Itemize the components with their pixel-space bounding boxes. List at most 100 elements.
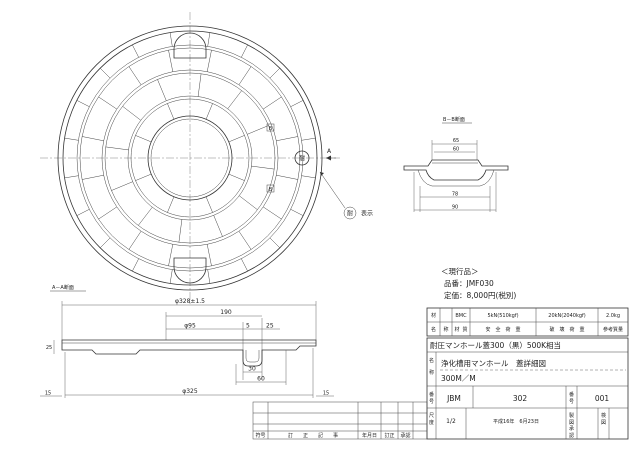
svg-text:称: 称 <box>429 369 434 376</box>
radial-rib <box>213 215 223 237</box>
section-mark-b-upper: B <box>269 126 273 132</box>
spec-r1-c1: 材 <box>431 312 436 319</box>
radial-rib <box>168 50 174 72</box>
notes-part-number: 品番：JMF030 <box>444 278 494 288</box>
radial-rib <box>207 32 211 47</box>
radial-rib <box>100 68 111 79</box>
radial-rib <box>138 207 153 226</box>
spec-breaking-load: 20kN(2040kgf) <box>548 313 586 319</box>
radial-rib <box>263 206 282 220</box>
radial-rib <box>241 258 248 272</box>
svg-text:製: 製 <box>569 412 574 419</box>
radial-rib <box>105 146 129 151</box>
svg-text:名: 名 <box>429 357 434 364</box>
radial-rib <box>132 258 139 272</box>
drawing-date: 平成16年 6月23日 <box>493 418 539 425</box>
aa-dim-30: 30 <box>248 366 256 373</box>
radial-rib <box>276 136 298 142</box>
section-aa-title: A－A断面 <box>52 284 74 291</box>
radial-rib <box>128 231 142 250</box>
marking-callout-text: 表示 <box>361 210 373 218</box>
radial-rib <box>98 206 117 220</box>
radial-rib <box>290 100 304 107</box>
radial-rib <box>228 173 245 181</box>
radial-rib <box>76 209 90 216</box>
svg-text:号: 号 <box>569 399 574 405</box>
radial-rib <box>251 165 275 170</box>
aa-profile <box>61 339 317 367</box>
bb-profile <box>403 159 509 181</box>
radial-rib <box>205 196 213 213</box>
emblem-char: 耐 <box>299 155 305 163</box>
radial-rib <box>168 244 174 266</box>
marking-leader-line <box>319 171 346 209</box>
radial-rib <box>100 237 111 248</box>
svg-text:認: 認 <box>569 432 574 439</box>
radial-rib <box>169 269 173 284</box>
svg-text:材: 材 <box>454 326 459 333</box>
radial-rib <box>197 73 202 97</box>
bb-dim-65: 65 <box>453 138 459 144</box>
radial-rib <box>290 209 304 216</box>
cover-center-boss <box>147 115 233 201</box>
revision-table: 符号 訂 正 記 事 年月日 訂正 承認 <box>252 401 428 440</box>
rev-header-corrected: 訂正 <box>384 432 394 439</box>
aa-dim-height: 25 <box>46 345 52 351</box>
lifting-lug-bottom <box>173 257 207 284</box>
aa-dim-phi325: φ325 <box>182 388 198 395</box>
svg-text:名: 名 <box>431 326 436 333</box>
radial-rib <box>135 135 152 143</box>
section-a-a: A－A断面 φ328±1.5 190 φ95 5 25 25 30 60 <box>40 284 334 398</box>
radial-rib <box>205 103 213 120</box>
svg-text:号: 号 <box>429 399 434 405</box>
drawing-title: 浄化槽用マンホール 蓋詳細図 <box>441 358 546 368</box>
radial-rib <box>206 244 212 266</box>
radial-rib <box>269 237 280 248</box>
radial-rib <box>169 32 173 47</box>
svg-text:番: 番 <box>569 391 574 398</box>
svg-text:番: 番 <box>429 391 434 398</box>
aa-dim-5: 5 <box>246 323 250 330</box>
section-bb-title: B－B断面 <box>443 116 465 123</box>
radial-rib <box>82 174 104 180</box>
radial-rib <box>111 181 133 191</box>
radial-rib <box>135 173 152 181</box>
svg-text:称: 称 <box>443 326 448 333</box>
spec-table: 材 BMC 5kN(510kgf) 20kN(2040kgf) 2.0kg 名 … <box>426 307 629 337</box>
current-product-notes: ＜現行品＞ 品番：JMF030 定価：8,000円(税別) <box>441 266 516 300</box>
drawing-number: 302 <box>513 394 528 403</box>
aa-dim-25: 25 <box>266 323 274 330</box>
notes-price: 定価：8,000円(税別) <box>444 290 516 300</box>
radial-rib <box>239 195 258 210</box>
cover-plan-view: 耐 B B A 耐 表示 <box>40 12 373 305</box>
rev-header-description: 訂 正 記 事 <box>288 432 338 439</box>
spec-weight: 2.0kg <box>606 313 620 319</box>
cover-outer-rim <box>57 25 323 291</box>
radial-rib <box>64 137 79 141</box>
svg-text:尺: 尺 <box>429 413 434 419</box>
aa-dim-phi95: φ95 <box>184 323 196 330</box>
radial-rib <box>238 231 252 250</box>
svg-text:図: 図 <box>569 420 574 426</box>
radial-rib <box>178 219 183 243</box>
spec-header-breaking-load: 破 壊 荷 重 <box>549 326 584 333</box>
bb-dim-90: 90 <box>452 205 458 211</box>
radial-rib <box>98 96 117 110</box>
radial-rib <box>157 79 167 101</box>
section-b-b: B－B断面 65 60 78 90 <box>403 116 509 212</box>
radial-rib <box>301 175 316 179</box>
radial-rib <box>247 125 269 135</box>
notes-heading: ＜現行品＞ <box>441 266 479 276</box>
radial-rib <box>167 196 175 213</box>
product-name: 耐圧マンホール蓋300（黒）500K相当 <box>430 340 561 350</box>
radial-rib <box>269 68 280 79</box>
radial-rib <box>263 96 282 110</box>
radial-rib <box>227 90 242 109</box>
svg-text:質: 質 <box>462 326 467 333</box>
aa-dim-overall: φ328±1.5 <box>175 298 205 305</box>
radial-rib <box>82 136 104 142</box>
radial-rib <box>207 269 211 284</box>
aa-dim-15-right: 15 <box>323 391 329 397</box>
radial-ribs <box>64 32 316 284</box>
